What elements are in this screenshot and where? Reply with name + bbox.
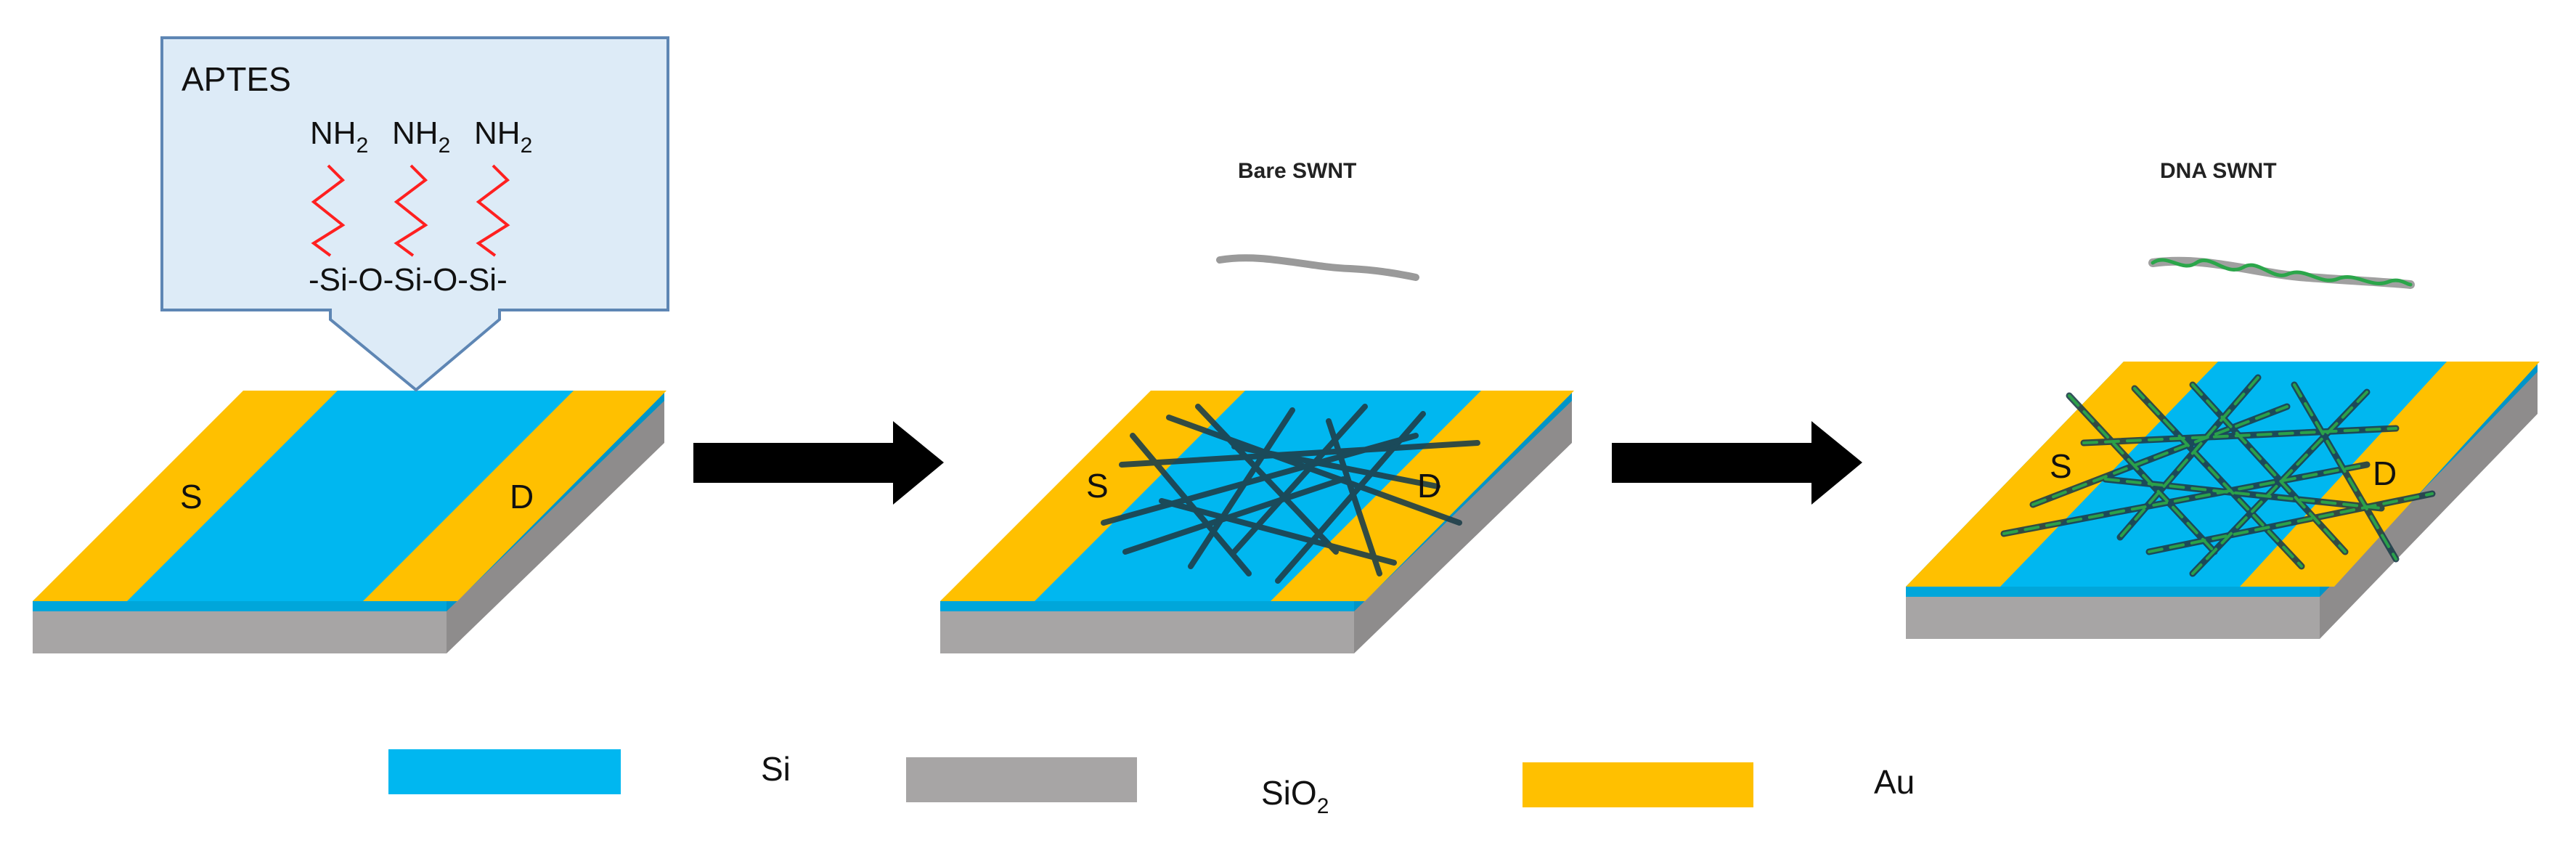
amine-group-3: NH2 (474, 115, 532, 158)
legend-swatch-si (388, 749, 621, 794)
si-layer-edge (33, 601, 447, 611)
drain-electrode (2240, 362, 2540, 587)
drain-label: D (1417, 467, 1441, 505)
process-arrow-2 (1612, 421, 1862, 505)
aptes-callout-shape (160, 36, 669, 392)
sio2-layer-right (447, 399, 664, 653)
source-label: S (2050, 447, 2072, 485)
aptes-title: APTES (182, 60, 291, 98)
amine-group-2: NH2 (392, 115, 450, 158)
dna-strand (2151, 258, 2413, 287)
legend-swatch-sio2 (906, 757, 1137, 802)
source-electrode (1906, 362, 2218, 587)
si-layer-edge (1906, 587, 2320, 597)
siloxane-backbone: -Si-O-Si-O-Si- (309, 262, 508, 298)
si-layer-top (1906, 362, 2538, 587)
alkyl-chain-2 (394, 164, 428, 257)
aptes-callout: APTES NH2 NH2 NH2 -Si-O-Si-O-Si- (160, 36, 669, 392)
dna-swnt-label: DNA SWNT (2160, 159, 2277, 183)
source-electrode (33, 391, 338, 601)
source-label: S (1086, 467, 1109, 505)
sio2-layer-side (1906, 595, 2320, 639)
sio2-layer-side (33, 610, 447, 653)
source-label: S (180, 478, 203, 515)
dna-swnt-network (2000, 374, 2436, 577)
sio2-layer-side (940, 610, 1354, 653)
alkyl-chain-3 (476, 164, 510, 257)
legend-label-au: Au (1874, 763, 1915, 801)
si-layer-top (33, 391, 664, 601)
alkyl-chain-1 (311, 164, 346, 257)
source-electrode (940, 391, 1245, 601)
sio2-layer-right (1354, 399, 1572, 653)
drain-electrode (363, 391, 667, 601)
device-dna-swnt: S D DNA SWNT (1906, 159, 2540, 639)
amine-group-1: NH2 (310, 115, 368, 158)
legend-swatch-au (1523, 762, 1753, 807)
bare-swnt-illustration (1216, 254, 1419, 281)
si-layer-edge (940, 601, 1354, 611)
sio2-layer-right (2320, 370, 2538, 639)
drain-label: D (2373, 455, 2397, 492)
material-legend: Si SiO2 Au (388, 749, 1915, 818)
legend-label-sio2: SiO2 (1261, 774, 1329, 818)
drain-label: D (510, 478, 534, 515)
device-aptes: S D (33, 391, 667, 653)
bare-swnt-label: Bare SWNT (1238, 159, 1356, 183)
si-layer-top (940, 391, 1572, 601)
legend-label-si: Si (761, 750, 791, 788)
swnt-network (1101, 404, 1480, 584)
device-bare-swnt: S D Bare SWNT (940, 159, 1574, 653)
process-arrow-1 (693, 421, 944, 505)
